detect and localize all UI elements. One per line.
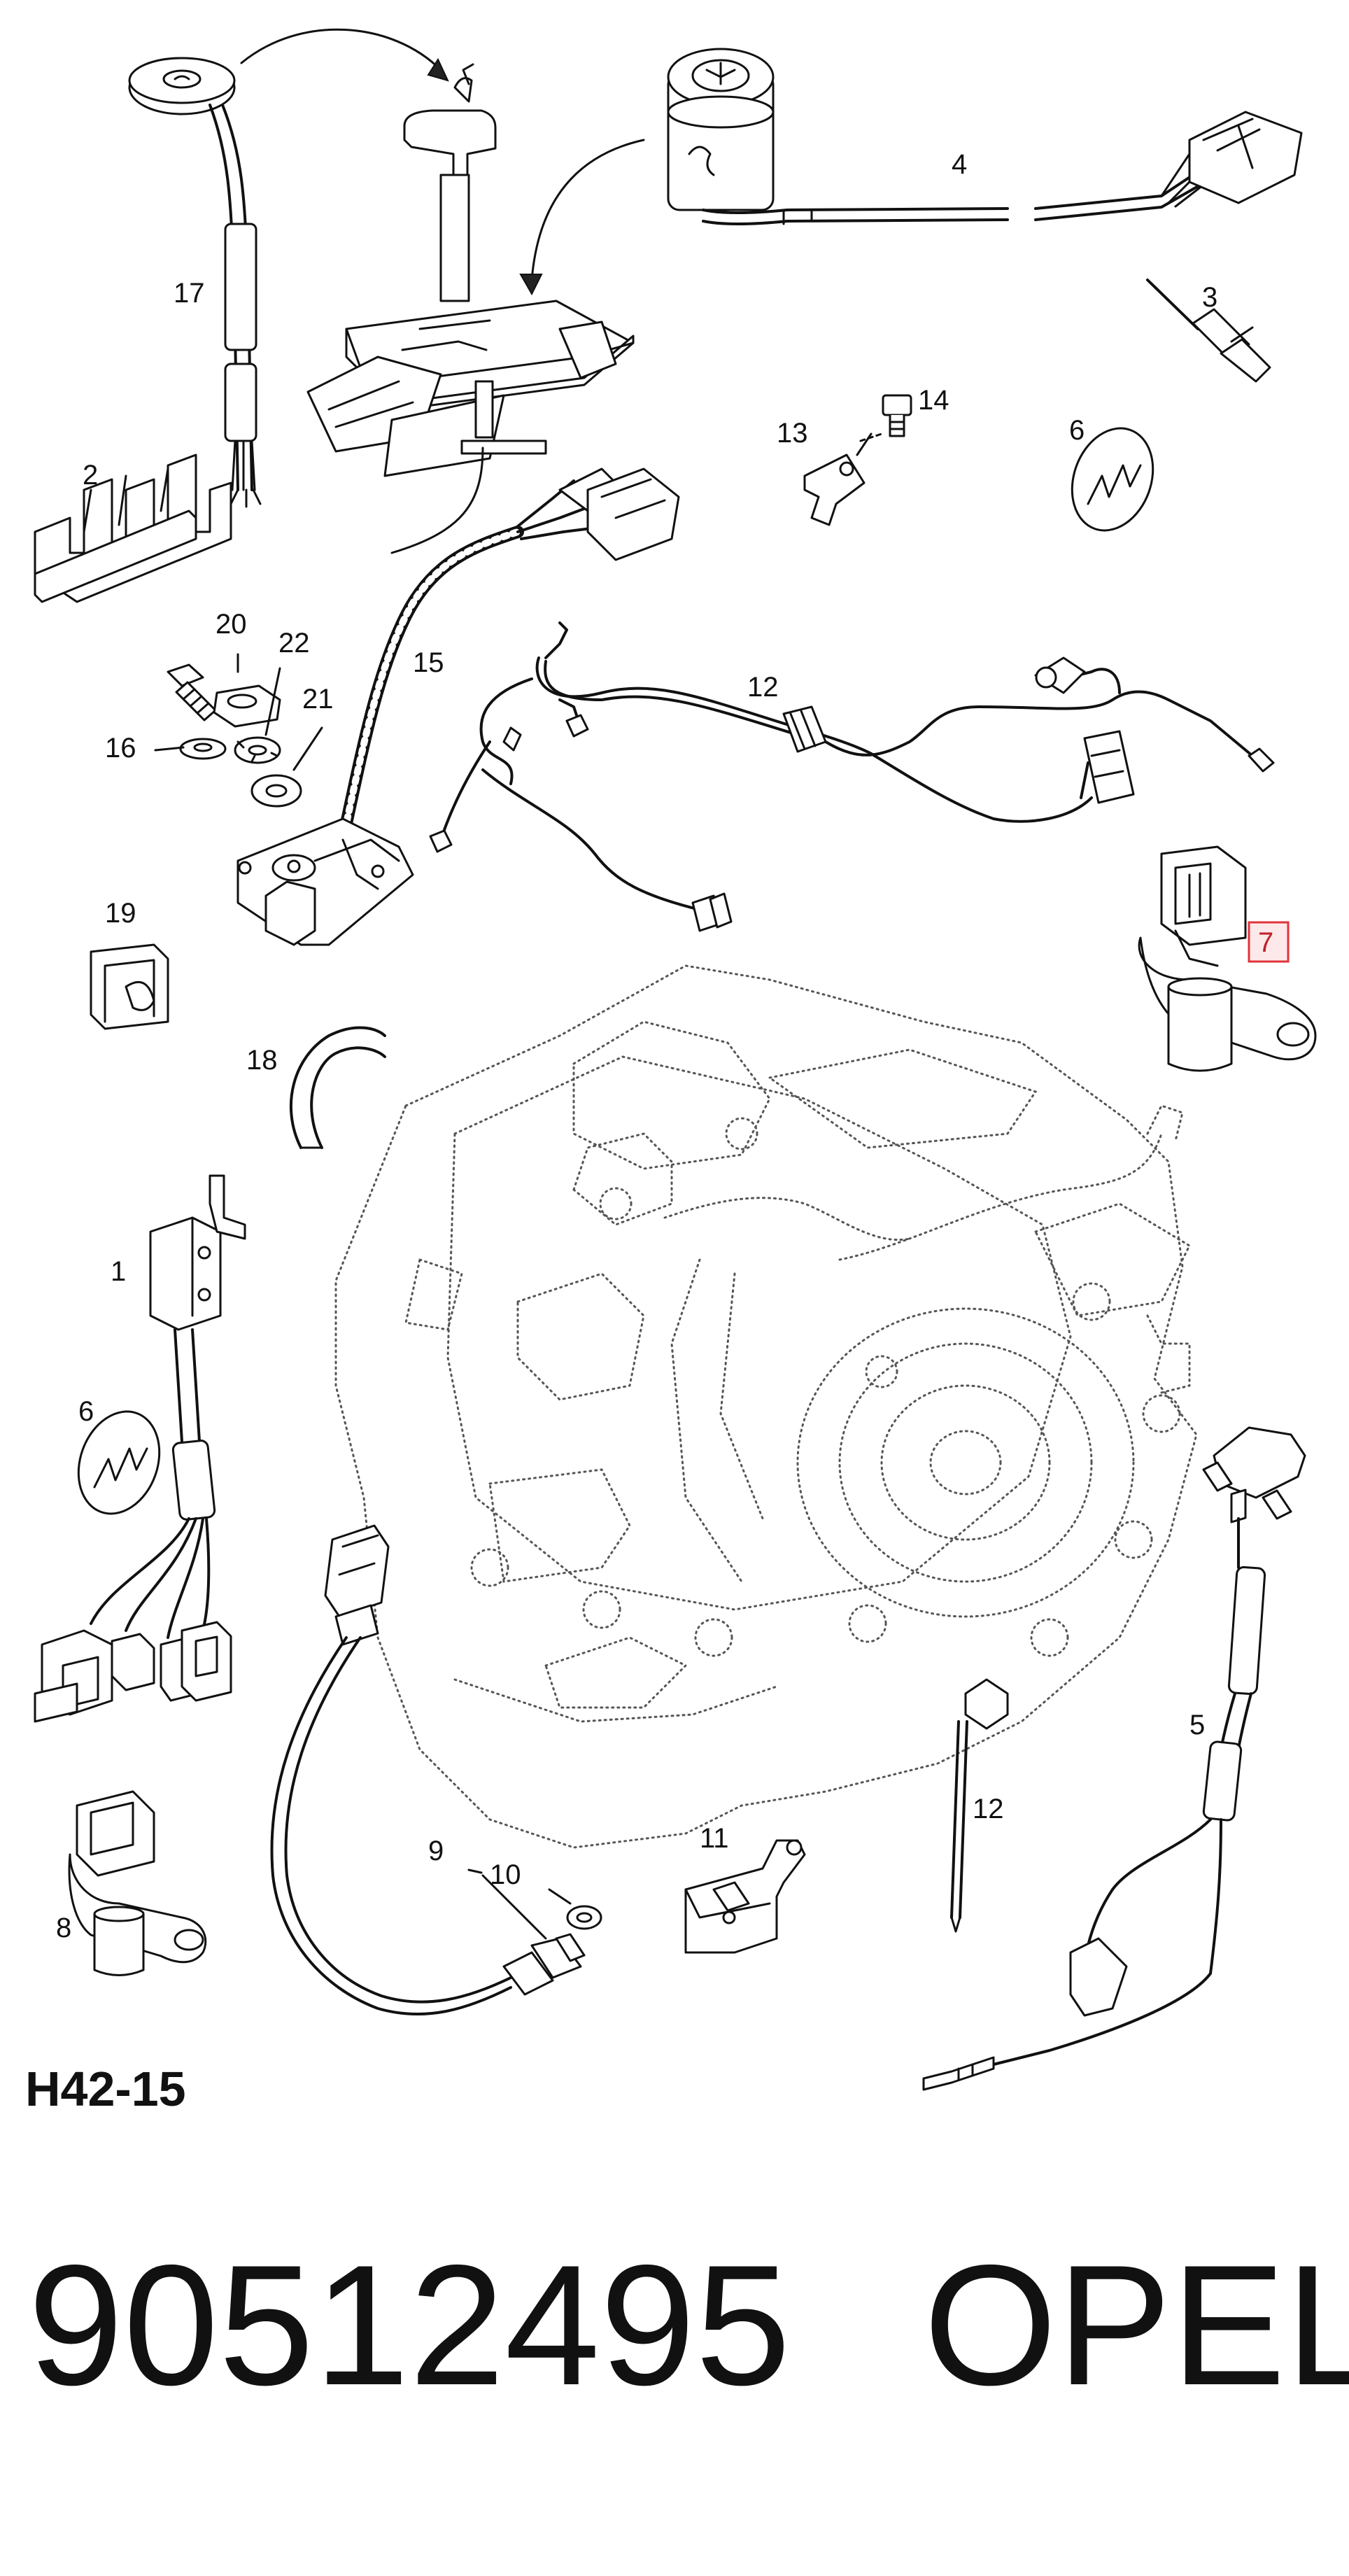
transmission-housing-dotted [334, 964, 1198, 1849]
part-6-warning-sticker-left [77, 1410, 161, 1515]
callout-6-top: 6 [1069, 415, 1085, 446]
part-5-pressure-sensor [922, 1426, 1306, 2091]
part-21-nut [213, 684, 281, 728]
part-2-relay-holder [34, 453, 232, 603]
callout-1: 1 [111, 1256, 126, 1287]
callout-2: 2 [83, 460, 98, 491]
callout-13: 12 [747, 672, 779, 703]
part-1-switch-connectors [34, 1174, 246, 1723]
callout-21: 20 [216, 609, 247, 640]
arrowhead-18 [427, 57, 449, 82]
callout-16: 15 [413, 647, 444, 678]
part-8-speed-sensor [68, 1790, 207, 1976]
part-7-speed-sensor [1138, 845, 1317, 1072]
dash-14-15 [859, 432, 883, 442]
part-18-grommet-cable [128, 57, 262, 508]
callout-6-left: 6 [78, 1396, 94, 1427]
part-3-probe [1146, 279, 1271, 383]
part-14-clip [803, 432, 873, 526]
part-23-lockwasher [234, 736, 281, 764]
part-number: 90512495 [28, 2229, 791, 2421]
callout-17: 16 [105, 733, 136, 763]
brand-name: OPEL [924, 2229, 1349, 2421]
part-20-clip [90, 943, 169, 1030]
arrow-4-to-selector [530, 139, 645, 281]
callout-7-highlight-box [1248, 921, 1290, 963]
callout-23: 22 [278, 628, 310, 659]
callout-4: 4 [952, 149, 967, 180]
callout-5: 5 [1189, 1710, 1205, 1740]
callout-20: 19 [105, 898, 136, 929]
part-17-bolt [167, 663, 217, 722]
callout-18: 17 [174, 278, 205, 309]
part-6-warning-sticker-top [1071, 427, 1154, 532]
callout-11: 11 [700, 1823, 729, 1854]
callout-7-highlighted: 7 [1258, 927, 1273, 958]
callout-10: 10 [490, 1859, 521, 1890]
part-16-inhibitor-switch [236, 467, 680, 946]
gear-selector-assembly [306, 63, 635, 554]
callout-12-label: 12 [973, 1794, 1004, 1824]
callout-15: 14 [918, 385, 949, 416]
callout-14: 13 [777, 418, 808, 449]
arrow-18-to-lever [240, 28, 442, 71]
part-10-seal [548, 1888, 602, 1930]
callout-3: 3 [1202, 282, 1217, 313]
callout-19: 18 [246, 1045, 278, 1076]
arrowhead-4 [519, 274, 543, 296]
callout-9: 9 [428, 1836, 444, 1866]
callout-8: 8 [56, 1913, 71, 1943]
part-15-screw [882, 394, 912, 437]
part-4-solenoid-harness [667, 48, 1303, 225]
part-19-hose [289, 1026, 386, 1149]
diagram-page-code: H42-15 [25, 2062, 186, 2116]
part-11-bracket [684, 1839, 806, 1954]
part-9-sensor-cable [270, 1524, 586, 2016]
part-13-wiring-harness [429, 621, 1275, 932]
callout-22: 21 [302, 684, 334, 715]
part-12-probe [950, 1678, 1009, 1933]
